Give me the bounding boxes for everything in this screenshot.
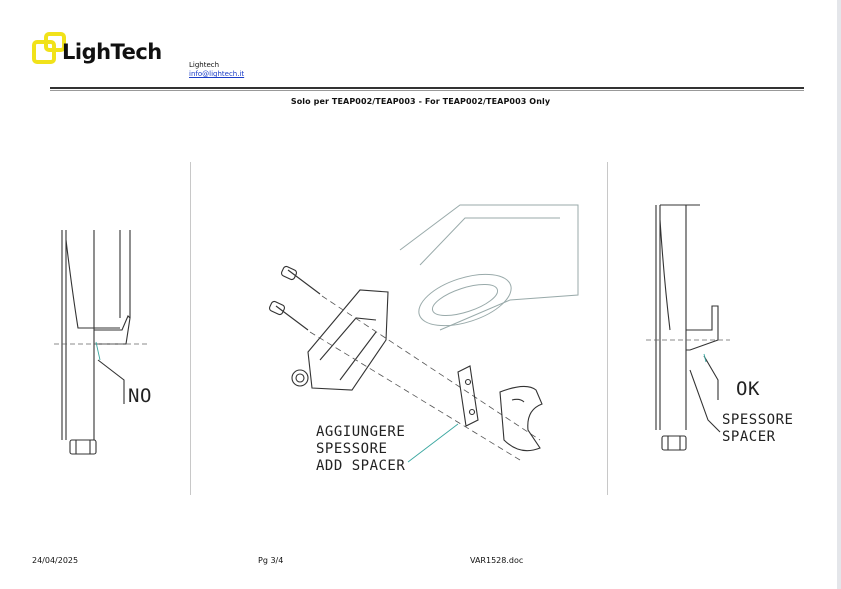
label-add-spacer-it-2: SPESSORE — [316, 440, 388, 457]
label-spacer: SPESSORE SPACER — [722, 412, 793, 446]
panel-divider-right — [607, 162, 608, 495]
brand-wordmark: LighTech — [62, 40, 162, 64]
label-add-spacer: AGGIUNGERE SPESSORE ADD SPACER — [316, 424, 405, 474]
center-bracket — [268, 265, 543, 461]
label-add-spacer-en: ADD SPACER — [316, 457, 406, 474]
email-link[interactable]: info@lightech.it — [189, 70, 245, 78]
footer-page: Pg 3/4 — [258, 556, 284, 565]
lightech-logo — [32, 32, 66, 64]
right-figure-ok — [646, 204, 730, 451]
page-subtitle: Solo per TEAP002/TEAP003 - For TEAP002/T… — [290, 97, 551, 106]
label-add-spacer-it-1: AGGIUNGERE — [316, 424, 406, 440]
label-spacer-it: SPESSORE — [722, 412, 794, 428]
label-no: NO — [128, 385, 152, 407]
footer-filename: VAR1528.doc — [470, 556, 524, 565]
company-name: Lightech — [189, 61, 220, 69]
footer-date: 24/04/2025 — [32, 556, 79, 565]
center-figure-exploded — [399, 204, 579, 331]
header-rule-thin — [50, 90, 804, 91]
panel-divider-left — [190, 162, 191, 495]
company-info: Lightech info@lightech.it — [189, 61, 244, 79]
header-rule — [50, 87, 804, 89]
left-figure-no — [54, 230, 150, 455]
label-spacer-en: SPACER — [722, 428, 776, 445]
page-edge — [837, 0, 841, 589]
label-ok: OK — [736, 378, 760, 400]
